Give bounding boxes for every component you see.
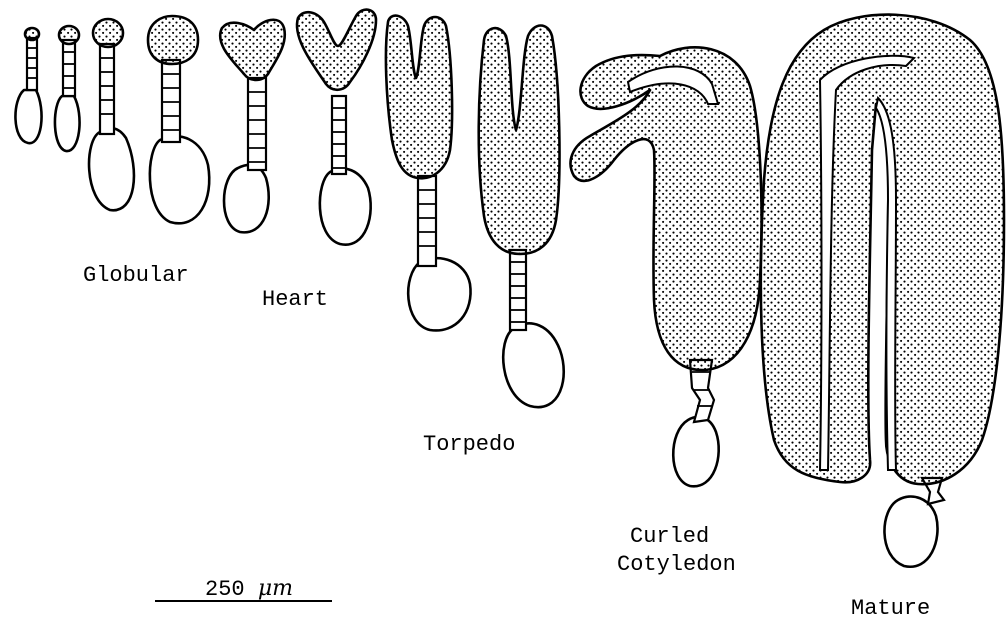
embryo-early-globular — [89, 19, 134, 210]
scale-bar-value: 250 — [205, 577, 245, 602]
label-mature: Mature — [851, 596, 930, 622]
embryo-early-heart — [220, 20, 285, 233]
embryo-proembryo-2 — [55, 26, 80, 151]
label-torpedo: Torpedo — [423, 432, 515, 458]
embryo-heart — [297, 10, 376, 245]
label-curled: Curled — [630, 524, 709, 550]
embryo-curled-cotyledon — [571, 47, 762, 486]
embryo-early-torpedo — [386, 16, 471, 331]
label-globular: Globular — [83, 263, 189, 289]
scale-bar-label: 250 μm — [205, 576, 293, 603]
label-heart: Heart — [262, 287, 328, 313]
label-cotyledon: Cotyledon — [617, 552, 736, 578]
scale-bar-unit: μm — [258, 576, 293, 601]
embryo-proembryo-1 — [15, 28, 41, 143]
embryo-globular — [148, 16, 209, 223]
embryo-torpedo — [479, 26, 564, 408]
embryo-mature — [761, 15, 1004, 567]
